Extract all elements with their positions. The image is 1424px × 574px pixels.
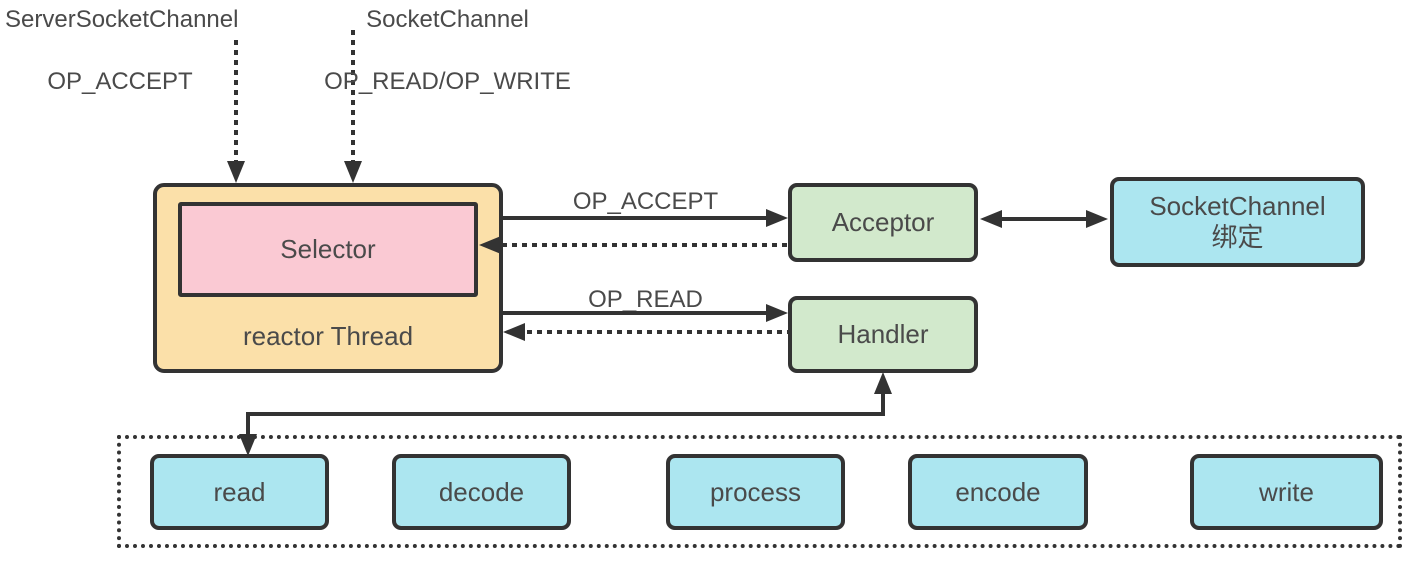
pipeline-step-read: read xyxy=(150,454,329,530)
arrowhead-right-to-socketbind-icon xyxy=(1086,210,1108,228)
pipeline-step-write-label: write xyxy=(1259,476,1314,507)
pipeline-step-process: process xyxy=(666,454,845,530)
acceptor-label: Acceptor xyxy=(831,207,935,237)
dotted-line-socketchannel-to-reactor xyxy=(351,30,355,162)
line-acceptor-socketbind xyxy=(998,217,1090,221)
handler-box: Handler xyxy=(788,296,978,373)
socketchannel-bind-box: SocketChannel 绑定 xyxy=(1110,177,1365,267)
arrowhead-left-to-reactor-icon xyxy=(503,323,525,341)
line-down-to-read xyxy=(246,412,250,436)
arrowhead-right-op-read-icon xyxy=(766,304,788,322)
pipeline-step-process-label: process xyxy=(709,476,802,507)
arrowhead-left-to-selector-icon xyxy=(479,236,501,254)
pipeline-step-decode: decode xyxy=(392,454,571,530)
dotted-line-handler-to-reactor xyxy=(527,330,788,334)
line-pipeline-handler-horizontal xyxy=(246,412,885,416)
label-serversocketchannel-line1: ServerSocketChannel xyxy=(5,6,239,33)
line-up-to-handler xyxy=(881,394,885,414)
arrowhead-down-serversocket-icon xyxy=(227,161,245,183)
arrowhead-left-to-acceptor-icon xyxy=(980,210,1002,228)
pipeline-container xyxy=(117,435,1402,548)
arrowhead-down-socketchannel-icon xyxy=(344,161,362,183)
arrowhead-down-to-read-icon xyxy=(239,434,257,456)
handler-label: Handler xyxy=(837,319,929,349)
pipeline-step-encode-label: encode xyxy=(955,476,1041,507)
socketchannel-bind-line2: 绑定 xyxy=(1211,222,1264,252)
socketchannel-bind-label: SocketChannel 绑定 xyxy=(1149,191,1325,253)
line-op-accept xyxy=(503,216,768,220)
dotted-line-serversocket-to-reactor xyxy=(234,40,238,162)
label-socketchannel: SocketChannel OP_READ/OP_WRITE xyxy=(310,4,585,97)
pipeline-step-encode: encode xyxy=(908,454,1088,530)
socketchannel-bind-line1: SocketChannel xyxy=(1149,191,1326,221)
arrowhead-up-to-handler-icon xyxy=(874,372,892,394)
label-serversocketchannel-line2: OP_ACCEPT xyxy=(47,68,193,95)
arrowhead-right-op-accept-icon xyxy=(766,209,788,227)
line-op-read xyxy=(503,311,768,315)
label-serversocketchannel: ServerSocketChannel OP_ACCEPT xyxy=(5,4,239,97)
selector-label: Selector xyxy=(280,234,376,264)
dotted-line-acceptor-to-selector xyxy=(502,243,788,247)
reactor-thread-label: reactor Thread xyxy=(242,321,414,351)
selector-box: Selector xyxy=(178,202,478,297)
pipeline-step-write: write xyxy=(1190,454,1383,530)
label-socketchannel-line1: SocketChannel xyxy=(366,6,529,33)
reactor-thread-box: Selector reactor Thread xyxy=(153,183,503,373)
op-accept-label: OP_ACCEPT xyxy=(572,188,719,215)
pipeline-step-decode-label: decode xyxy=(438,476,525,507)
label-socketchannel-line2: OP_READ/OP_WRITE xyxy=(324,68,571,95)
op-read-label: OP_READ xyxy=(588,286,703,313)
acceptor-box: Acceptor xyxy=(788,183,978,262)
pipeline-step-read-label: read xyxy=(213,476,266,507)
